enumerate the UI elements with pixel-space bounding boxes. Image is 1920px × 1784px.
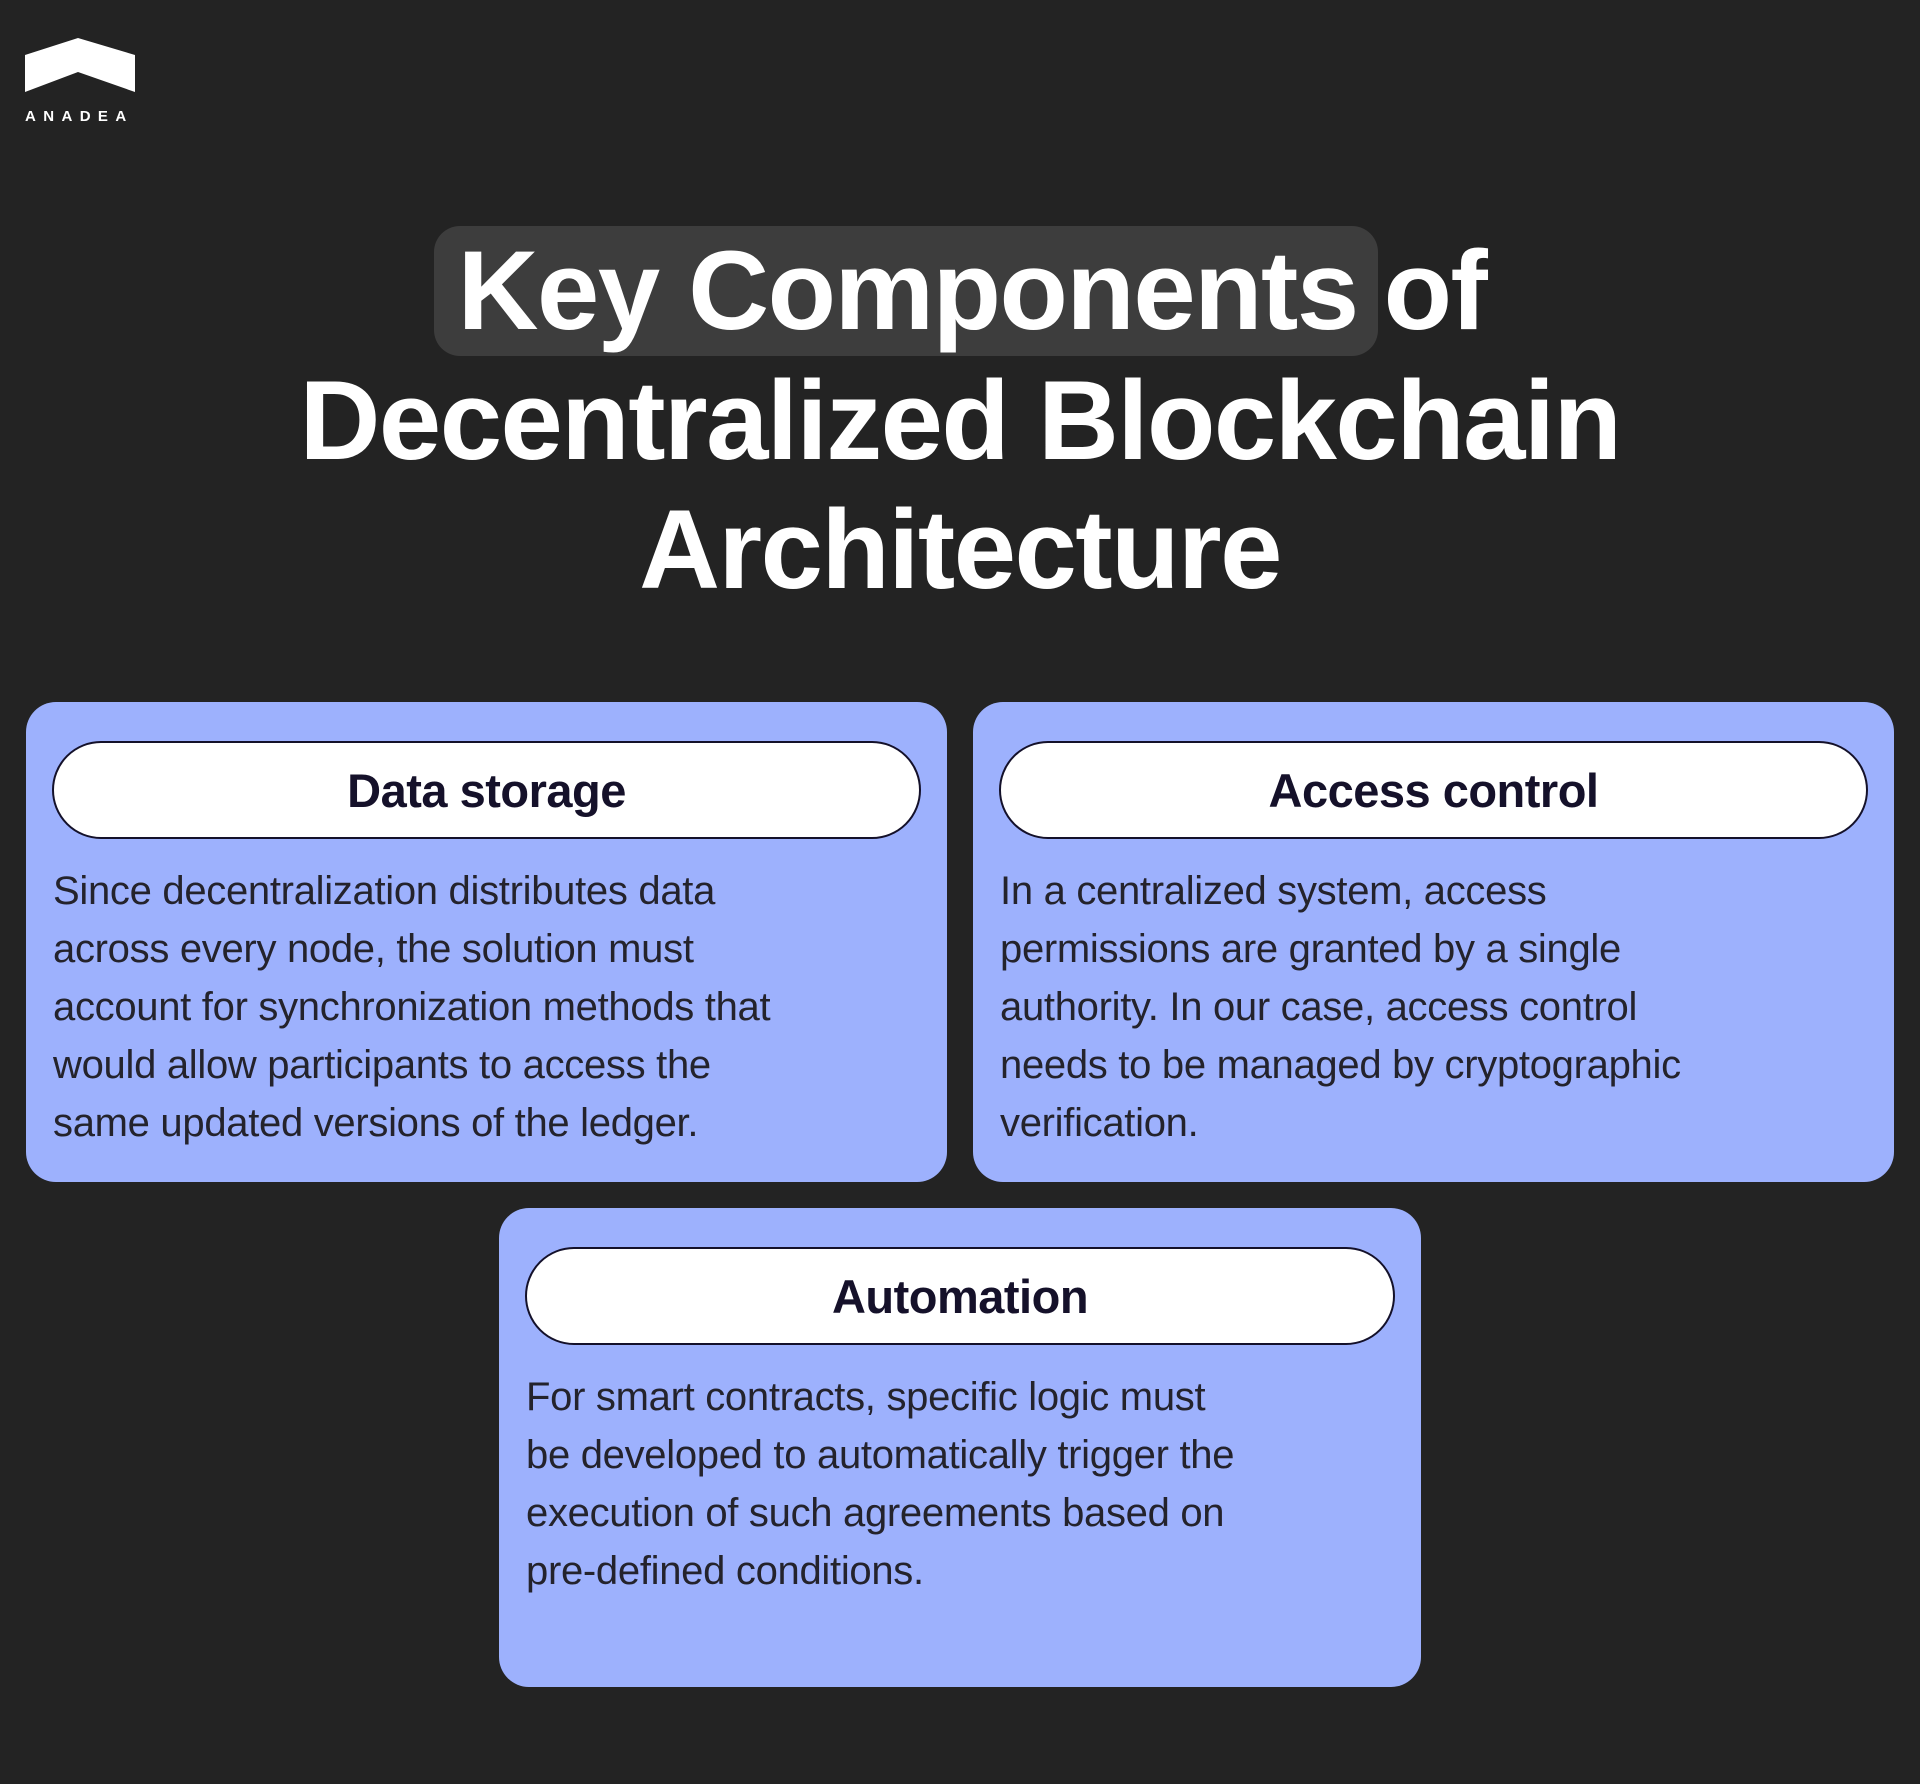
card-heading: Automation xyxy=(831,1269,1089,1323)
card-description-line: In a centralized system, access xyxy=(1000,869,1547,913)
card-data-storage: Data storage Since decentralization dist… xyxy=(26,702,947,1182)
card-heading-pill: Data storage xyxy=(52,741,921,839)
card-description: For smart contracts, specific logic must… xyxy=(526,1368,1406,1600)
brand-logo xyxy=(25,38,135,94)
brand-name: ANADEA xyxy=(25,108,134,125)
card-description-line: needs to be managed by cryptographic xyxy=(1000,1043,1681,1087)
card-heading-pill: Access control xyxy=(999,741,1868,839)
card-heading: Data storage xyxy=(347,763,626,817)
title-line-3: Architecture xyxy=(639,487,1282,612)
card-description-line: verification. xyxy=(1000,1101,1199,1145)
card-heading: Access control xyxy=(1268,763,1599,817)
chevron-roof-logo-icon xyxy=(25,38,135,92)
card-description-line: same updated versions of the ledger. xyxy=(53,1101,699,1145)
title-line-2: Decentralized Blockchain xyxy=(299,358,1622,483)
title-highlight: Key Components xyxy=(433,226,1378,356)
card-description-line: execution of such agreements based on xyxy=(526,1491,1225,1535)
card-description-line: across every node, the solution must xyxy=(53,927,694,971)
card-heading-pill: Automation xyxy=(525,1247,1395,1345)
card-description-line: pre-defined conditions. xyxy=(526,1549,924,1593)
card-description-line: authority. In our case, access control xyxy=(1000,985,1638,1029)
card-description-line: permissions are granted by a single xyxy=(1000,927,1621,971)
card-access-control: Access control In a centralized system, … xyxy=(973,702,1894,1182)
card-description-line: Since decentralization distributes data xyxy=(53,869,716,913)
card-description-line: be developed to automatically trigger th… xyxy=(526,1433,1235,1477)
card-automation: Automation For smart contracts, specific… xyxy=(499,1208,1421,1687)
title-line-1-rest: of xyxy=(1383,228,1488,353)
card-description-line: For smart contracts, specific logic must xyxy=(526,1375,1206,1419)
card-description: In a centralized system, access permissi… xyxy=(1000,862,1880,1152)
card-description-line: would allow participants to access the xyxy=(53,1043,711,1087)
card-description-line: account for synchronization methods that xyxy=(53,985,771,1029)
card-description: Since decentralization distributes data … xyxy=(53,862,933,1152)
